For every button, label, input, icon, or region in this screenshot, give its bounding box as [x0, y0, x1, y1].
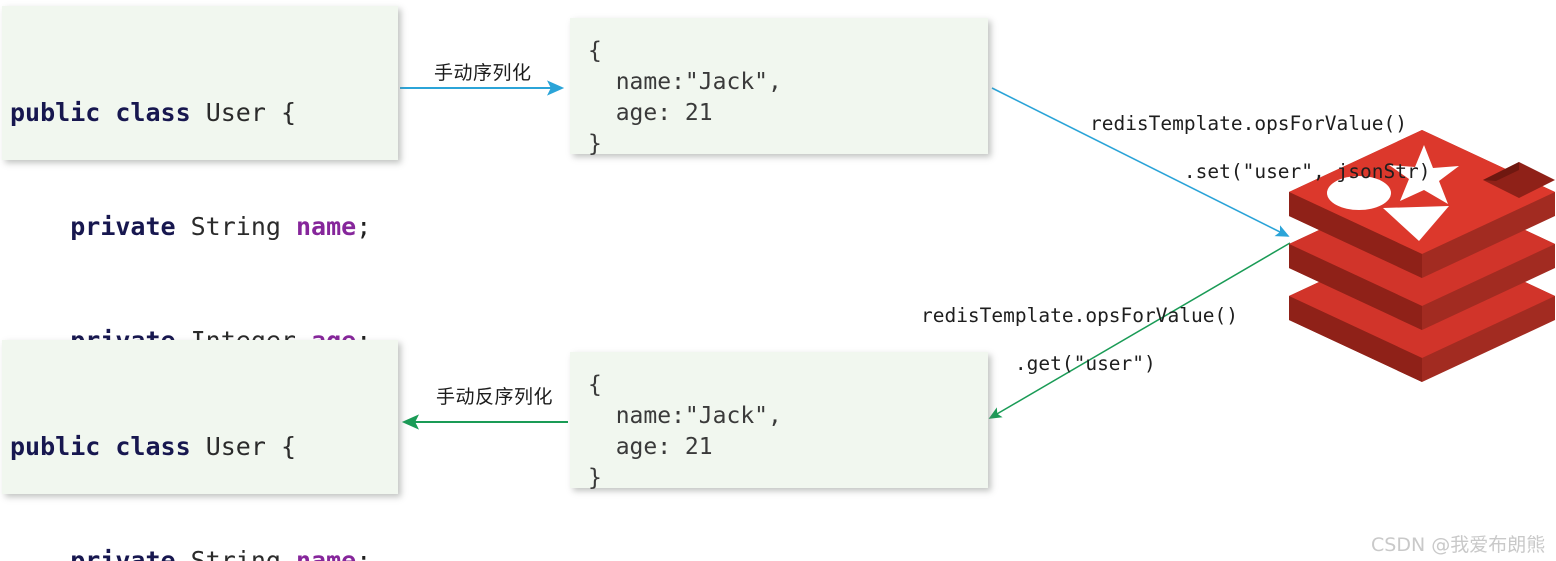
panel-user-class-bottom: public class User { private String name;… — [2, 340, 398, 561]
code-line: public class User { — [10, 94, 382, 132]
csdn-watermark: CSDN @我爱布朗熊 — [1371, 534, 1546, 556]
code-token: ; — [356, 212, 372, 241]
code-token: class — [115, 432, 191, 461]
label-redis-get-call: redisTemplate.opsForValue() .get("user") — [874, 280, 1238, 400]
code-token: public — [10, 432, 101, 461]
code-token: ; — [356, 546, 372, 561]
code-token: name — [296, 212, 357, 241]
code-token: class — [115, 98, 191, 127]
panel-json-bottom: { name:"Jack", age: 21 } — [570, 352, 988, 491]
set-call-line-1: redisTemplate.opsForValue() — [1089, 112, 1407, 135]
code-token — [10, 546, 70, 561]
code-token: private — [70, 212, 176, 241]
get-call-line-2: .get("user") — [920, 352, 1156, 375]
panel-json-top: { name:"Jack", age: 21 } — [570, 18, 988, 157]
code-token: User { — [190, 432, 296, 461]
get-call-line-1: redisTemplate.opsForValue() — [920, 304, 1238, 327]
code-token: String — [175, 212, 296, 241]
code-token: name — [296, 546, 357, 561]
code-token: String — [175, 546, 296, 561]
code-line: public class User { — [10, 428, 382, 466]
label-redis-set-call: redisTemplate.opsForValue() .set("user",… — [1043, 88, 1430, 208]
label-manual-deserialize: 手动反序列化 — [436, 386, 554, 408]
code-token: public — [10, 98, 101, 127]
code-token: private — [70, 546, 176, 561]
set-call-line-2: .set("user", jsonStr) — [1089, 160, 1431, 183]
panel-user-class-top: public class User { private String name;… — [2, 6, 398, 469]
code-token — [10, 212, 70, 241]
code-token: User { — [190, 98, 296, 127]
code-line: private String name; — [10, 208, 382, 246]
code-line: private String name; — [10, 542, 382, 561]
code-token — [100, 98, 115, 127]
label-manual-serialize: 手动序列化 — [434, 62, 532, 84]
code-token — [100, 432, 115, 461]
